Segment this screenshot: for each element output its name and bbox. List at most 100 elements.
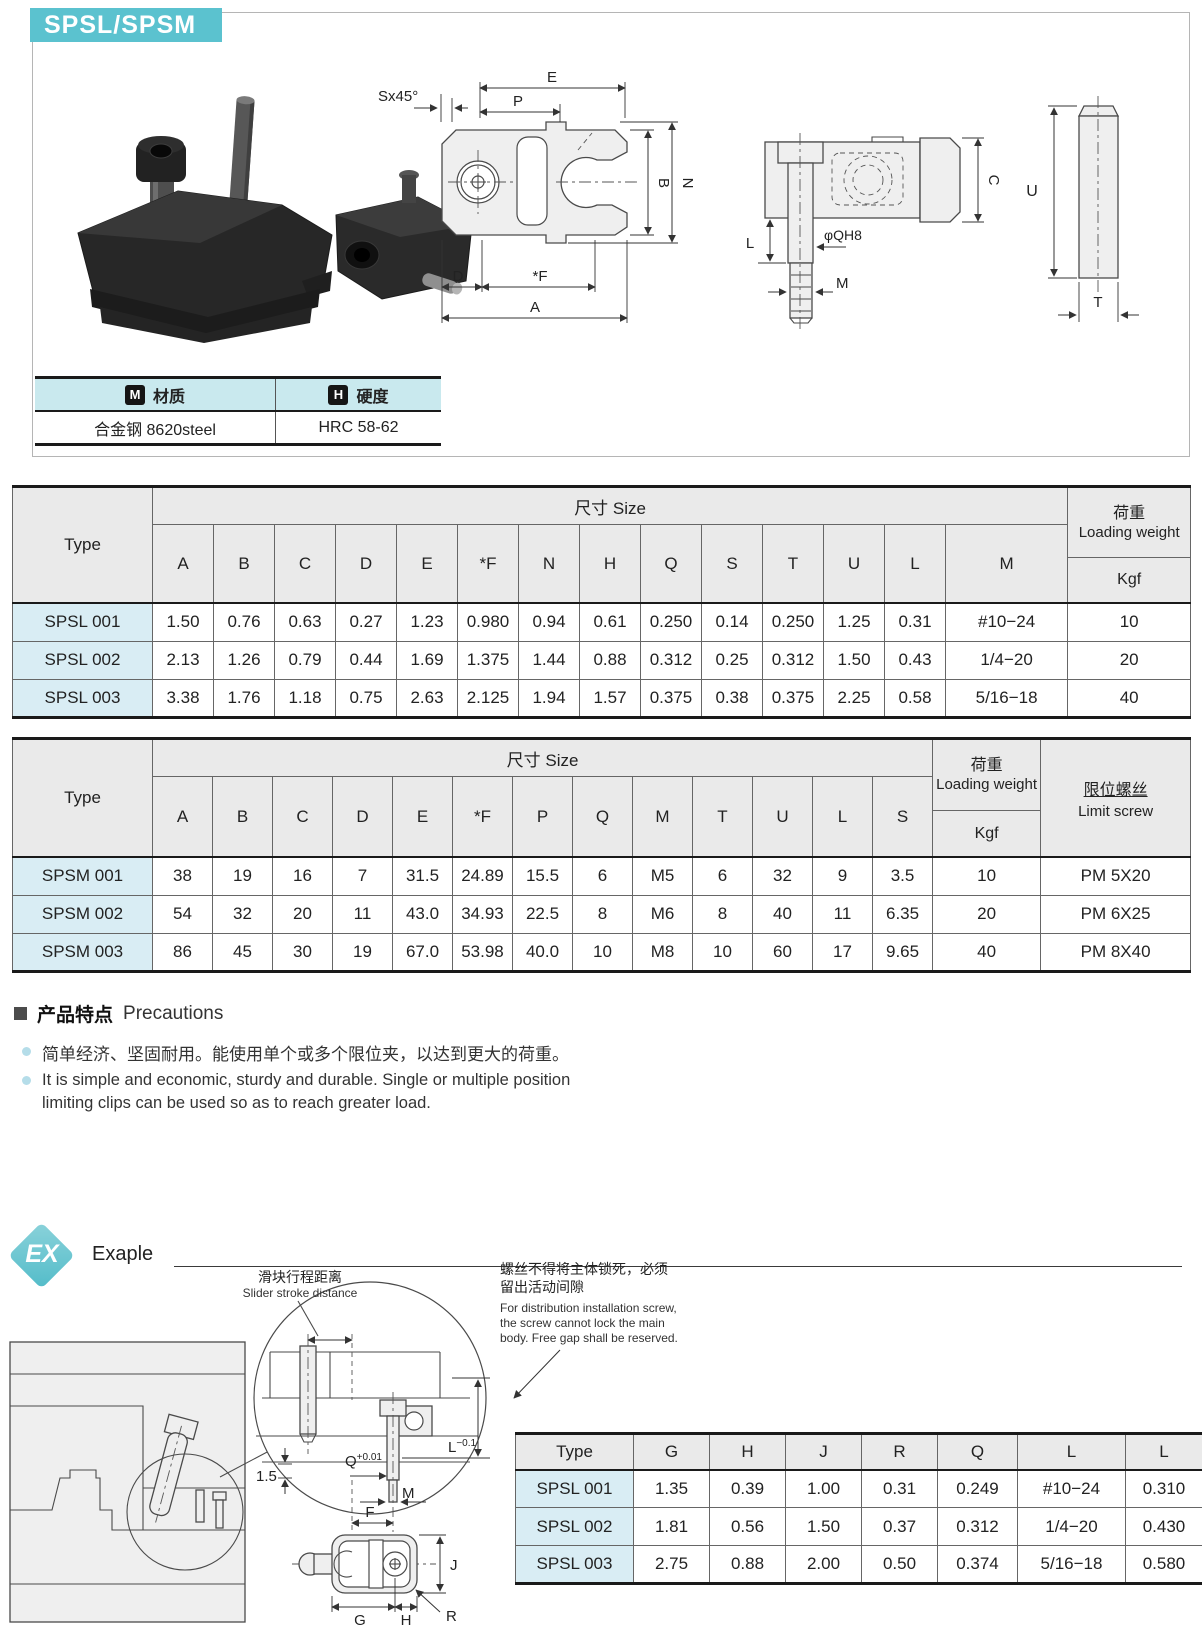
dim-label-qh8: φQH8 <box>824 227 862 243</box>
precautions-title-en: Precautions <box>123 1002 224 1024</box>
product-photo <box>77 96 473 343</box>
dim-label-b: B <box>655 178 672 188</box>
dim-label-m: M <box>836 275 849 292</box>
dim-label-t: T <box>1093 294 1102 311</box>
spsl-col: L <box>884 524 946 604</box>
dim-label-r: R <box>446 1608 457 1625</box>
clamp-photo-right <box>335 170 473 300</box>
dot-bullet-icon <box>22 1076 31 1085</box>
top-section-frame <box>32 12 1190 457</box>
limit-clip-bottom-view: J G H R <box>292 1534 458 1629</box>
spsm-col: E <box>392 776 453 858</box>
callout-screw-cn1: 螺丝不得将主体锁死，必须 <box>500 1261 668 1277</box>
dim-label-l: L <box>746 235 754 252</box>
material-header: M 材质 <box>35 379 275 410</box>
material-icon: M <box>124 384 145 405</box>
detail-dimensions: 1.5 Q+0.01 L−0.1 M F <box>256 1377 490 1532</box>
callout-screw-en3: body. Free gap shall be reserved. <box>500 1331 678 1345</box>
spsl-col: T <box>762 524 824 604</box>
ex-badge-label: EX <box>25 1240 59 1268</box>
dim-label-g: G <box>354 1612 366 1629</box>
spsm-size-header: 尺寸 Size <box>151 737 934 778</box>
callout-stroke-en: Slider stroke distance <box>243 1286 358 1300</box>
dim-label-p: P <box>513 93 523 110</box>
hardness-value: HRC 58-62 <box>275 412 441 443</box>
precaution-text-cn: 简单经济、坚固耐用。能使用单个或多个限位夹，以达到更大的荷重。 <box>42 1045 569 1064</box>
loading-cn: 荷重 <box>1113 504 1146 522</box>
kgf-label: Kgf <box>974 824 999 842</box>
spsm-col: D <box>332 776 393 858</box>
spsm-col: L <box>812 776 873 858</box>
spsl-dimension-table: Type 尺寸 Size 荷重 Loading weight Kgf A B C… <box>12 485 1192 719</box>
dim-label-e: E <box>547 69 557 86</box>
spsm-loading-header: 荷重 Loading weight Kgf <box>932 738 1042 858</box>
spsm-col: *F <box>452 776 513 858</box>
loading-en: Loading weight <box>1078 523 1180 541</box>
loading-cn: 荷重 <box>970 757 1003 774</box>
front-view-drawing: E P Sx45° B N D *F A <box>378 69 696 323</box>
spsm-col: C <box>272 776 333 858</box>
spsl-col: H <box>579 524 641 604</box>
spsm-col: M <box>632 776 693 858</box>
dim-label-l2: L−0.1 <box>448 1438 477 1456</box>
dim-label-15: 1.5 <box>256 1468 277 1485</box>
callout-screw-warning: 螺丝不得将主体锁死，必须 留出活动间隙 For distribution ins… <box>500 1261 678 1399</box>
bottom-col: L <box>1017 1433 1126 1470</box>
kgf-label: Kgf <box>1117 571 1142 588</box>
spsl-loading-header: 荷重 Loading weight Kgf <box>1067 486 1192 604</box>
precaution-point-cn: 简单经济、坚固耐用。能使用单个或多个限位夹，以达到更大的荷重。 <box>22 1040 569 1065</box>
callout-slider-stroke: 滑块行程距离 Slider stroke distance <box>243 1269 358 1337</box>
spsm-dimension-table: Type 尺寸 Size 荷重 Loading weight Kgf 限位螺丝 … <box>12 737 1192 973</box>
spsl-col: Q <box>640 524 702 604</box>
dim-label-u: U <box>1026 183 1038 200</box>
dim-label-f: *F <box>533 268 548 285</box>
page-title: SPSL/SPSM <box>30 8 222 42</box>
mold-section-drawing <box>9 1341 287 1623</box>
dim-label-a: A <box>530 299 540 316</box>
limit-screw-cn: 限位螺丝 <box>1083 782 1148 799</box>
example-divider-line <box>174 1266 1182 1267</box>
spsm-col: U <box>752 776 813 858</box>
dim-label-m2: M <box>402 1485 415 1502</box>
limit-screw-en: Limit screw <box>1078 803 1154 820</box>
clamp-photo-left <box>77 96 333 343</box>
example-diagram: 滑块行程距离 Slider stroke distance 螺丝不得将主体锁死，… <box>9 1261 678 1629</box>
spsm-col: B <box>212 776 273 858</box>
pin-view-drawing: U T <box>1026 96 1139 322</box>
precaution-point-en: It is simple and economic, sturdy and du… <box>22 1069 642 1115</box>
spsl-col: U <box>823 524 885 604</box>
hardness-header-label: 硬度 <box>356 388 389 406</box>
spsl-col: M <box>944 524 1069 604</box>
spsm-col: T <box>692 776 753 858</box>
callout-stroke-cn: 滑块行程距离 <box>258 1269 342 1285</box>
dim-label-c: C <box>985 175 1002 186</box>
spsl-col: B <box>213 524 275 604</box>
hardness-icon: H <box>328 384 349 405</box>
material-value: 合金钢 8620steel <box>94 421 216 439</box>
spsm-col: A <box>152 776 213 858</box>
callout-screw-cn2: 留出活动间隙 <box>500 1279 584 1295</box>
spsm-col: P <box>512 776 573 858</box>
dim-label-s45: Sx45° <box>378 88 418 105</box>
dimension-drawings: E P Sx45° B N D *F A <box>378 69 1139 332</box>
spsl-type-header: Type <box>12 486 153 604</box>
dim-label-d: D <box>453 268 464 285</box>
bottom-col: Q <box>937 1433 1018 1470</box>
dim-label-f2: F <box>365 1504 374 1521</box>
square-bullet-icon <box>14 1007 27 1020</box>
spsm-type-header: Type <box>12 738 153 858</box>
loading-en: Loading weight <box>936 776 1038 793</box>
dim-label-n: N <box>679 178 696 189</box>
bottom-col-type: Type <box>515 1433 634 1470</box>
side-view-drawing: C L φQH8 M <box>746 133 1002 332</box>
bottom-col: R <box>861 1433 938 1470</box>
precautions-heading: 产品特点 Precautions <box>14 1000 223 1027</box>
